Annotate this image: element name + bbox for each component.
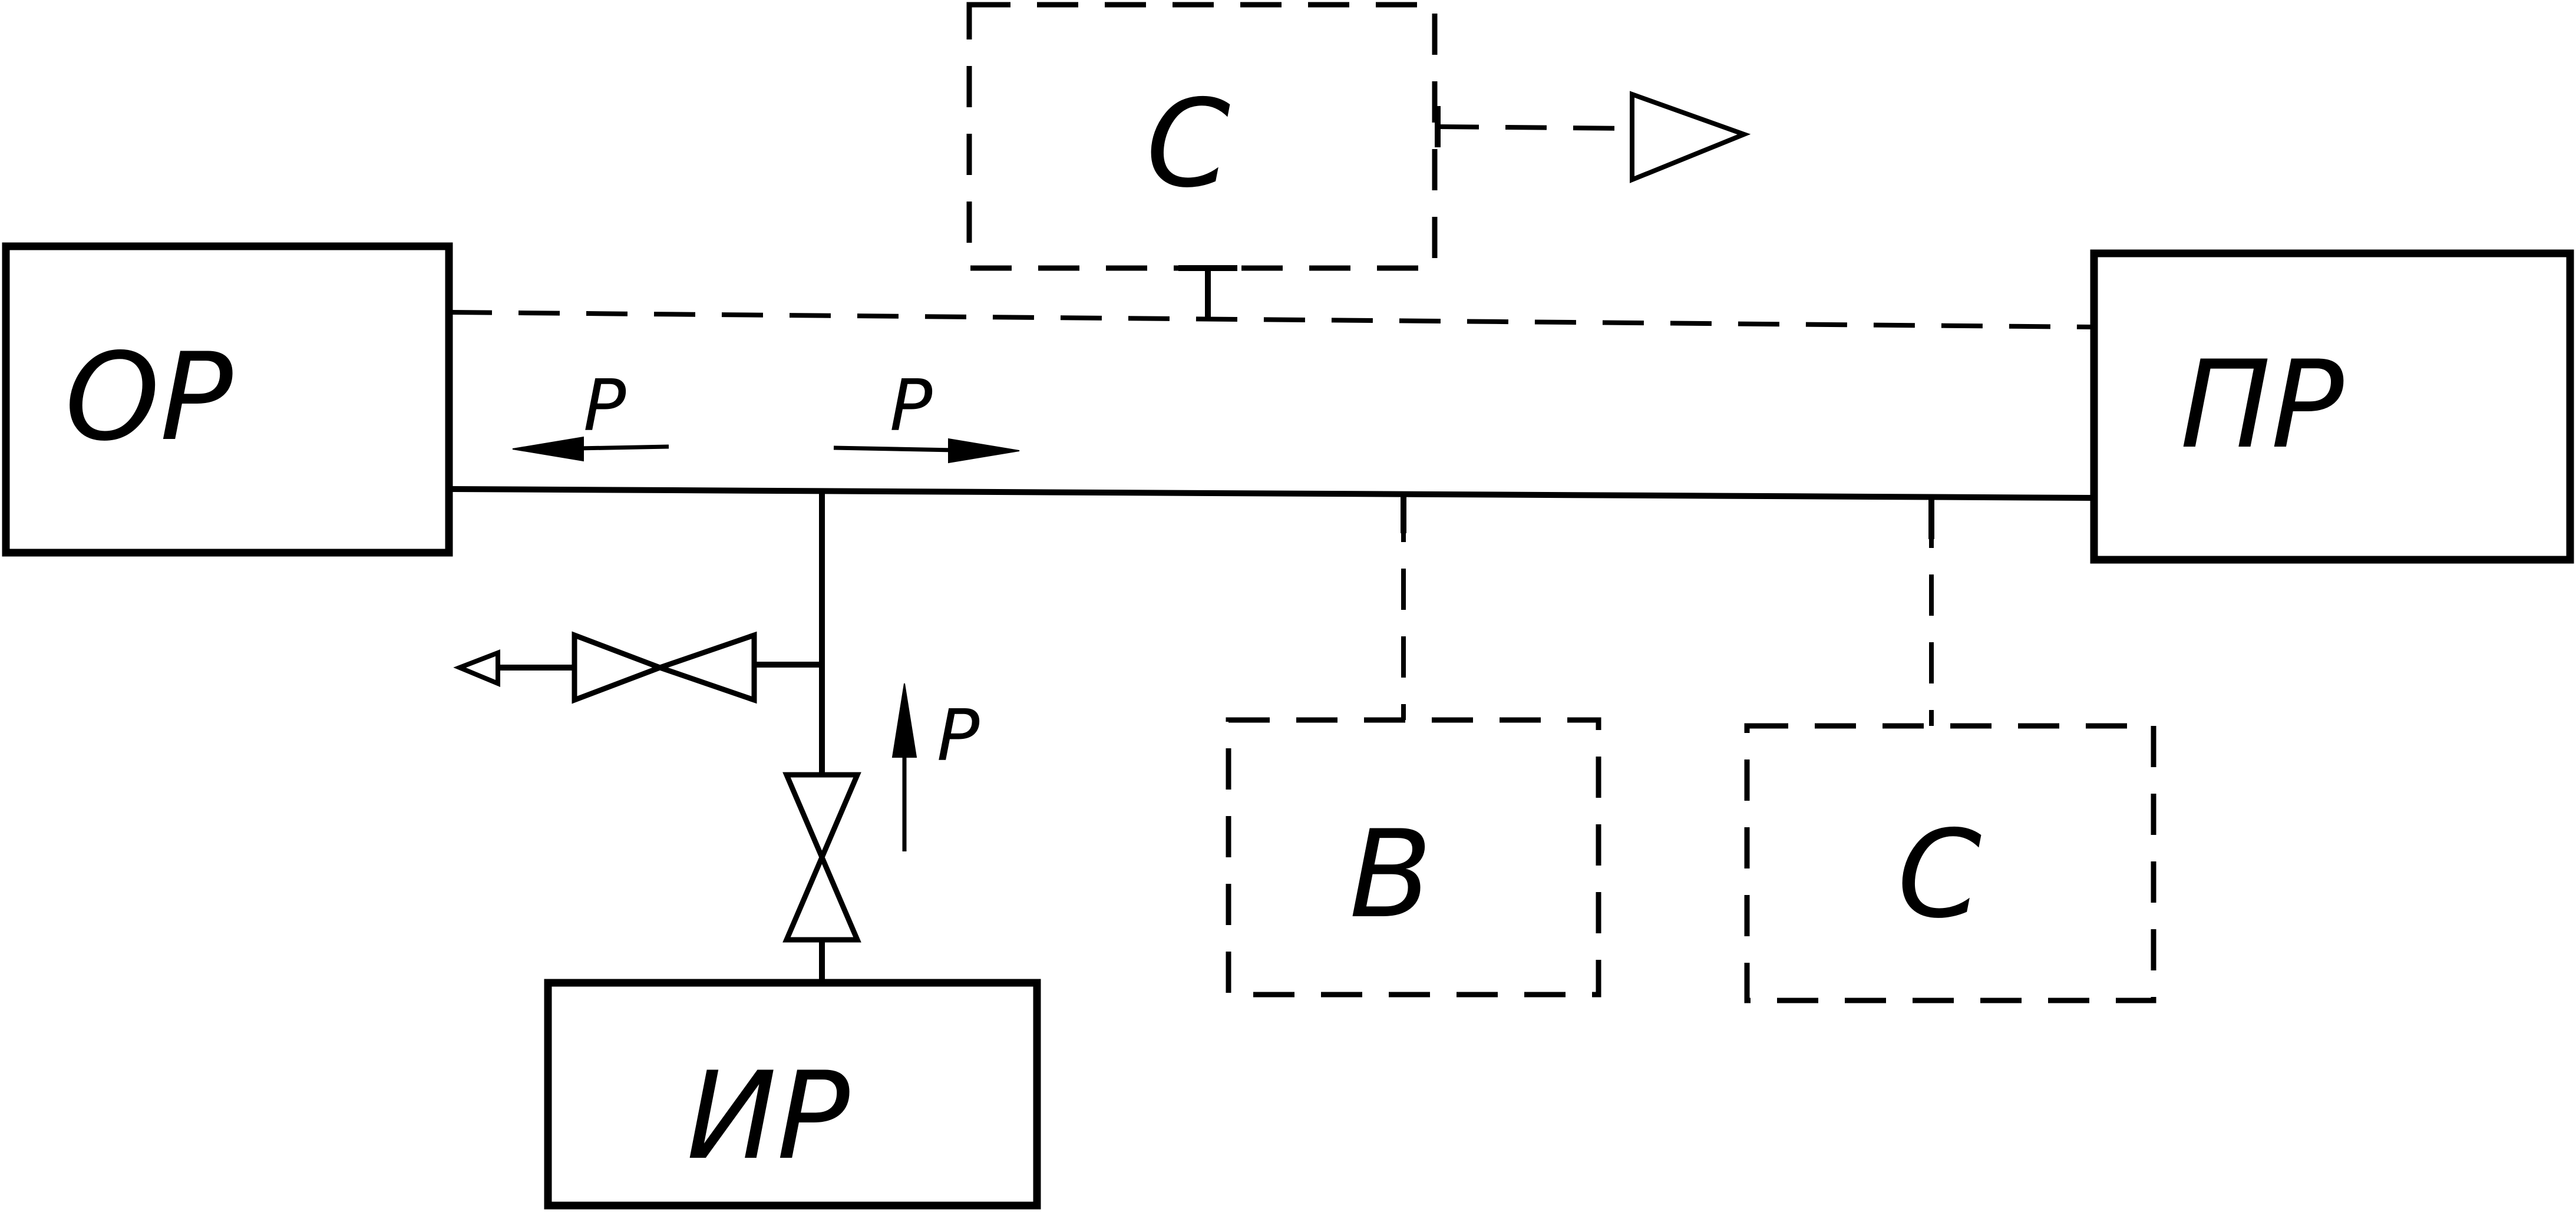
- block-pr-frame: [2090, 249, 2574, 564]
- flow-p-left-label: Р: [583, 365, 626, 447]
- block-ir-label: ИР: [686, 1046, 850, 1187]
- flow-p-up-arrowhead-icon: [891, 683, 917, 758]
- block-op-frame: [2, 242, 453, 557]
- block-c-bottom-label: С: [1897, 805, 1981, 945]
- block-ir-frame: [544, 979, 1041, 1210]
- flow-p-left: Р: [512, 365, 669, 462]
- block-b: В: [1226, 717, 1601, 998]
- block-op: ОР: [2, 242, 453, 557]
- vertical-valve-icon: [782, 772, 861, 943]
- block-c-bottom: С: [1744, 723, 2156, 1003]
- horizontal-valve-right-triangle: [652, 631, 757, 704]
- main-pipe: [450, 486, 2095, 501]
- c-top-output-arrow-icon: [1630, 91, 1751, 183]
- block-c-top: С: [966, 2, 1438, 271]
- block-c-bottom-frame: [1744, 723, 2156, 1003]
- horizontal-valve-left-triangle: [572, 631, 668, 704]
- flow-p-right-shaft: [833, 445, 955, 453]
- block-b-label: В: [1349, 805, 1432, 945]
- block-pr-label: ПР: [2180, 335, 2344, 475]
- block-c-top-label: С: [1146, 74, 1230, 214]
- vertical-valve-lower-triangle: [782, 850, 861, 943]
- flow-p-up-label: Р: [937, 695, 980, 777]
- flow-p-up: Р: [891, 683, 980, 851]
- flow-p-right-label: Р: [890, 365, 933, 447]
- flow-p-left-arrowhead-icon: [512, 436, 584, 462]
- c-top-output-line: [1437, 124, 1633, 131]
- flow-p-right: Р: [833, 365, 1020, 464]
- horizontal-valve-icon: [572, 631, 757, 704]
- block-b-frame: [1226, 717, 1601, 998]
- block-pr: ПР: [2090, 249, 2574, 564]
- block-ir: ИР: [544, 979, 1041, 1210]
- flow-p-right-arrowhead-icon: [948, 438, 1020, 464]
- signal-line-top: [450, 310, 2095, 329]
- vertical-valve-upper-triangle: [782, 772, 861, 864]
- side-branch-outlet-arrow-icon: [453, 649, 500, 687]
- block-op-label: ОР: [65, 328, 233, 468]
